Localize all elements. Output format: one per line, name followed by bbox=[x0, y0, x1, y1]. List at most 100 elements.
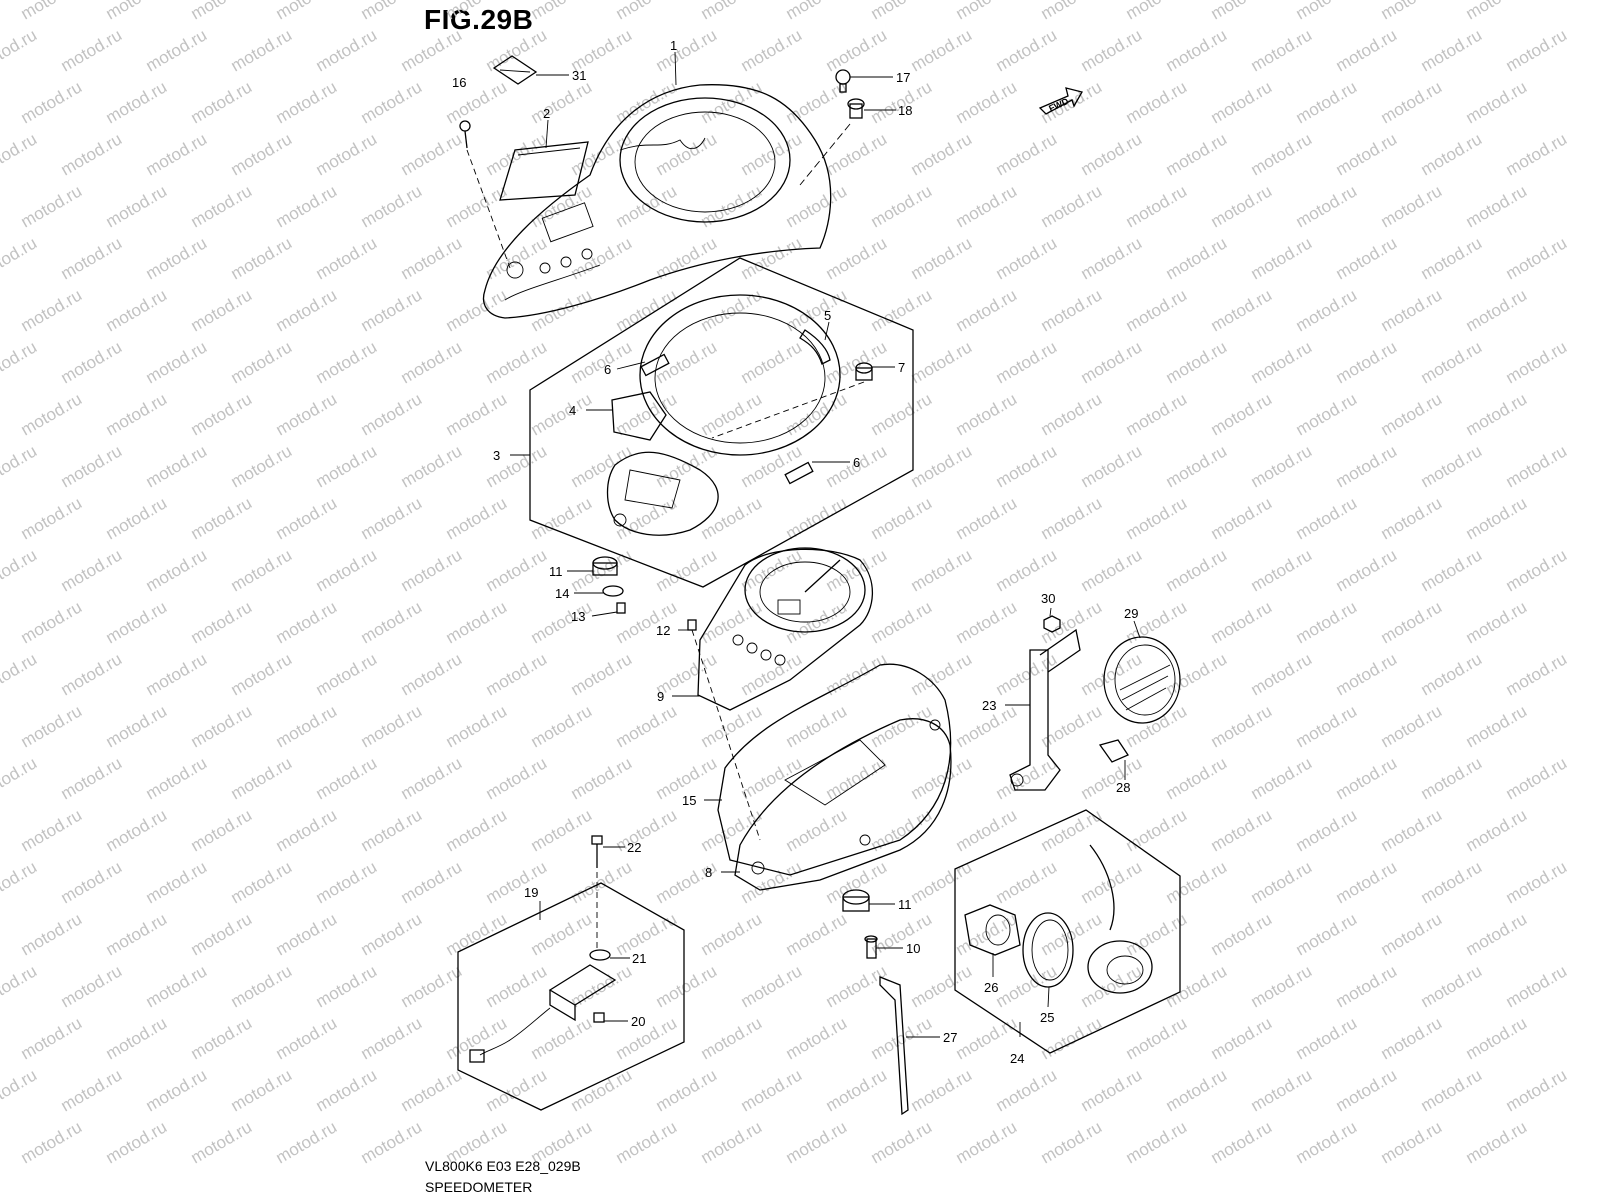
watermark-text: motod.ru bbox=[528, 805, 596, 855]
watermark-text: motod.ru bbox=[908, 649, 976, 699]
watermark-text: motod.ru bbox=[228, 233, 296, 283]
callout-27: 27 bbox=[943, 1030, 957, 1045]
watermark-text: motod.ru bbox=[143, 649, 211, 699]
watermark-text: motod.ru bbox=[273, 597, 341, 647]
watermark-text: motod.ru bbox=[483, 337, 551, 387]
watermark-text: motod.ru bbox=[228, 1065, 296, 1115]
watermark-text: motod.ru bbox=[1123, 805, 1191, 855]
watermark-text: motod.ru bbox=[358, 0, 426, 23]
watermark-text: motod.ru bbox=[1463, 805, 1531, 855]
callout-22: 22 bbox=[627, 840, 641, 855]
watermark-text: motod.ru bbox=[1463, 77, 1531, 127]
watermark-text: motod.ru bbox=[143, 961, 211, 1011]
watermark-text: motod.ru bbox=[1078, 233, 1146, 283]
watermark-text: motod.ru bbox=[1163, 753, 1231, 803]
watermark-text: motod.ru bbox=[1378, 285, 1446, 335]
part-6-cushion-lower bbox=[784, 461, 814, 485]
watermark-text: motod.ru bbox=[398, 25, 466, 75]
watermark-text: motod.ru bbox=[1418, 753, 1486, 803]
watermark-text: motod.ru bbox=[18, 805, 86, 855]
watermark-text: motod.ru bbox=[443, 285, 511, 335]
watermark-text: motod.ru bbox=[1248, 961, 1316, 1011]
watermark-text: motod.ru bbox=[1208, 285, 1276, 335]
watermark-text: motod.ru bbox=[783, 0, 851, 23]
watermark-text: motod.ru bbox=[738, 337, 806, 387]
watermark-text: motod.ru bbox=[738, 25, 806, 75]
watermark-text: motod.ru bbox=[653, 1065, 721, 1115]
watermark-text: motod.ru bbox=[1078, 1065, 1146, 1115]
watermark-text: motod.ru bbox=[698, 805, 766, 855]
watermark-text: motod.ru bbox=[1293, 0, 1361, 23]
watermark-text: motod.ru bbox=[358, 493, 426, 543]
watermark-text: motod.ru bbox=[1248, 545, 1316, 595]
watermark-text: motod.ru bbox=[528, 493, 596, 543]
callout-13: 13 bbox=[571, 609, 585, 624]
part-20-screw bbox=[593, 1012, 605, 1023]
watermark-text: motod.ru bbox=[1463, 701, 1531, 751]
watermark-text: motod.ru bbox=[953, 597, 1021, 647]
watermark-text: motod.ru bbox=[1293, 389, 1361, 439]
watermark-text: motod.ru bbox=[0, 961, 40, 1011]
watermark-text: motod.ru bbox=[58, 129, 126, 179]
watermark-text: motod.ru bbox=[0, 1065, 40, 1115]
watermark-text: motod.ru bbox=[1038, 285, 1106, 335]
watermark-text: motod.ru bbox=[698, 1117, 766, 1167]
part-13-screw bbox=[616, 602, 626, 614]
watermark-text: motod.ru bbox=[908, 753, 976, 803]
callout-12: 12 bbox=[656, 623, 670, 638]
watermark-text: motod.ru bbox=[358, 597, 426, 647]
watermark-text: motod.ru bbox=[738, 753, 806, 803]
part-6-cushion-upper bbox=[640, 353, 670, 377]
watermark-text: motod.ru bbox=[398, 1065, 466, 1115]
watermark-text: motod.ru bbox=[953, 181, 1021, 231]
watermark-text: motod.ru bbox=[103, 0, 171, 23]
watermark-text: motod.ru bbox=[313, 649, 381, 699]
watermark-text: motod.ru bbox=[483, 961, 551, 1011]
watermark-text: motod.ru bbox=[0, 753, 40, 803]
watermark-text: motod.ru bbox=[188, 0, 256, 23]
watermark-text: motod.ru bbox=[528, 181, 596, 231]
watermark-text: motod.ru bbox=[1378, 77, 1446, 127]
callout-21: 21 bbox=[632, 951, 646, 966]
watermark-text: motod.ru bbox=[868, 701, 936, 751]
watermark-text: motod.ru bbox=[698, 1013, 766, 1063]
watermark-text: motod.ru bbox=[738, 961, 806, 1011]
watermark-text: motod.ru bbox=[273, 493, 341, 543]
watermark-text: motod.ru bbox=[103, 701, 171, 751]
watermark-text: motod.ru bbox=[188, 389, 256, 439]
callout-2: 2 bbox=[543, 106, 550, 121]
watermark-text: motod.ru bbox=[1038, 493, 1106, 543]
watermark-text: motod.ru bbox=[143, 545, 211, 595]
watermark-text: motod.ru bbox=[58, 1065, 126, 1115]
watermark-text: motod.ru bbox=[1378, 805, 1446, 855]
watermark-text: motod.ru bbox=[358, 701, 426, 751]
watermark-text: motod.ru bbox=[1293, 1117, 1361, 1167]
watermark-text: motod.ru bbox=[568, 1065, 636, 1115]
watermark-text: motod.ru bbox=[1208, 1013, 1276, 1063]
watermark-text: motod.ru bbox=[1078, 857, 1146, 907]
watermark-text: motod.ru bbox=[313, 441, 381, 491]
watermark-text: motod.ru bbox=[1248, 649, 1316, 699]
watermark-text: motod.ru bbox=[1038, 1117, 1106, 1167]
watermark-text: motod.ru bbox=[398, 545, 466, 595]
part-26-drive-plate bbox=[964, 904, 1021, 956]
watermark-text: motod.ru bbox=[868, 1013, 936, 1063]
part-3-assembly-frame bbox=[529, 257, 914, 588]
callout-17: 17 bbox=[896, 70, 910, 85]
watermark-text: motod.ru bbox=[188, 493, 256, 543]
part-27-clamp-band bbox=[879, 976, 909, 1116]
watermark-text: motod.ru bbox=[443, 909, 511, 959]
callout-31: 31 bbox=[572, 68, 586, 83]
watermark-text: motod.ru bbox=[613, 285, 681, 335]
watermark-text: motod.ru bbox=[18, 909, 86, 959]
watermark-text: motod.ru bbox=[528, 285, 596, 335]
watermark-text: motod.ru bbox=[1078, 337, 1146, 387]
watermark-text: motod.ru bbox=[1463, 597, 1531, 647]
watermark-text: motod.ru bbox=[1378, 1013, 1446, 1063]
watermark-text: motod.ru bbox=[188, 701, 256, 751]
watermark-text: motod.ru bbox=[1418, 441, 1486, 491]
callout-6b: 6 bbox=[853, 455, 860, 470]
callout-14: 14 bbox=[555, 586, 569, 601]
figure-title: FIG.29B bbox=[424, 4, 534, 35]
